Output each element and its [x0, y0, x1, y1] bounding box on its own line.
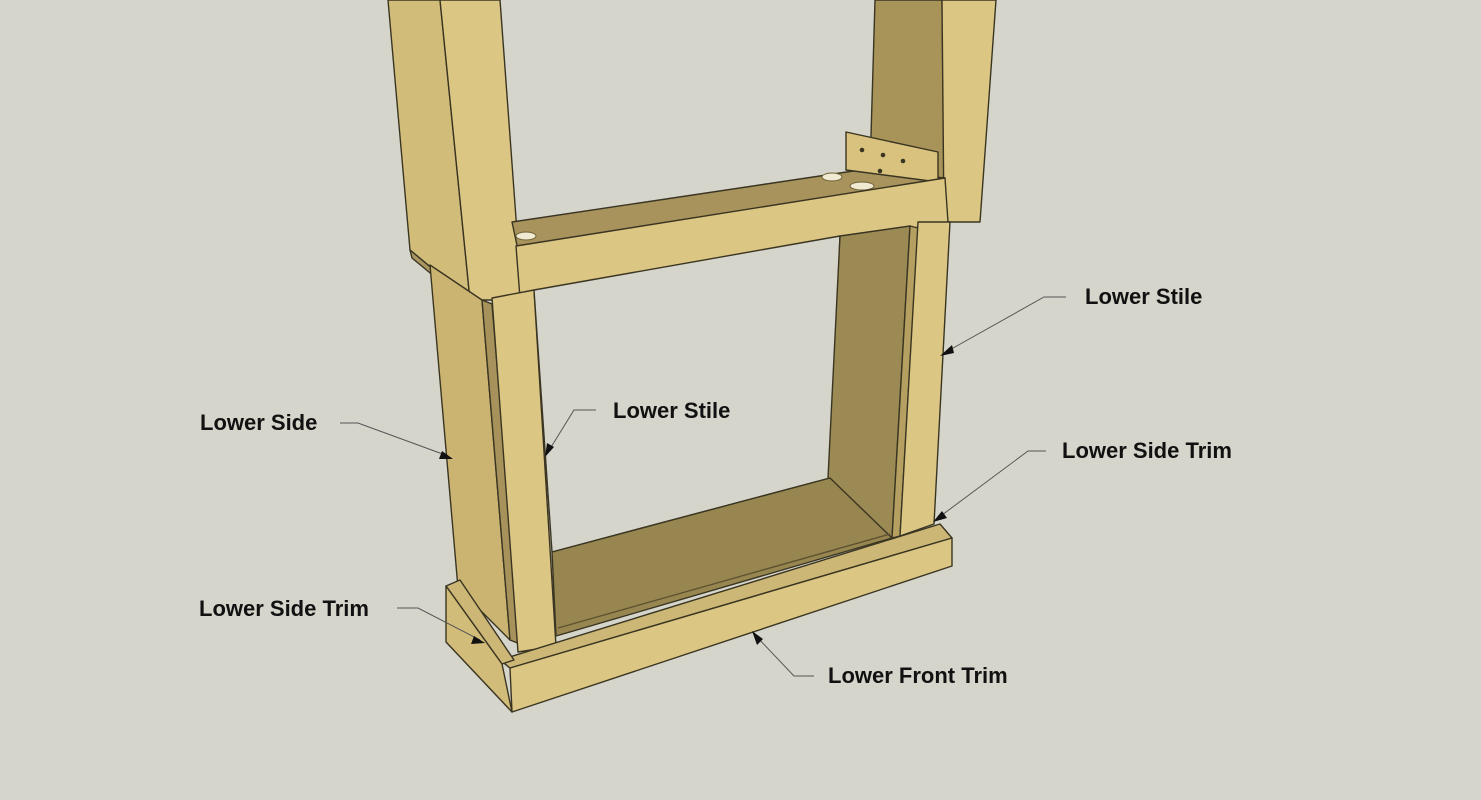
lower-side-trim-left-face: [445, 585, 513, 713]
leader-lower-side-trim-right: [937, 450, 1046, 519]
screw-hole: [880, 152, 886, 158]
pocket-hole: [849, 181, 875, 191]
lower-front-trim-face: [509, 537, 953, 713]
leader-lower-front-trim: [755, 635, 814, 677]
arrowhead: [940, 345, 954, 356]
leader-lower-stile-right: [945, 296, 1066, 353]
upper-right-stile: [941, 0, 997, 223]
label-lower-front-trim: Lower Front Trim: [828, 663, 1008, 688]
leader-lower-side: [340, 422, 449, 457]
arrowhead: [545, 443, 554, 457]
leader-lower-stile-center: [547, 409, 596, 453]
arrowhead: [471, 636, 485, 644]
lower-stile-right: [899, 221, 951, 537]
pocket-hole: [821, 172, 843, 182]
shelf-groove: [557, 533, 891, 629]
arrowhead: [933, 511, 947, 522]
screw-hole: [877, 168, 883, 174]
label-lower-side-trim-left: Lower Side Trim: [199, 596, 369, 621]
screw-hole: [900, 158, 906, 164]
arrowhead: [439, 451, 453, 459]
screw-hole: [859, 147, 865, 153]
label-lower-stile-center: Lower Stile: [613, 398, 731, 423]
label-lower-side-trim-right: Lower Side Trim: [1062, 438, 1232, 463]
label-lower-stile-right: Lower Stile: [1085, 284, 1203, 309]
arrowhead: [752, 631, 763, 645]
leader-lower-side-trim-left: [397, 607, 481, 641]
label-lower-side: Lower Side: [200, 410, 318, 435]
pocket-hole: [515, 231, 537, 241]
